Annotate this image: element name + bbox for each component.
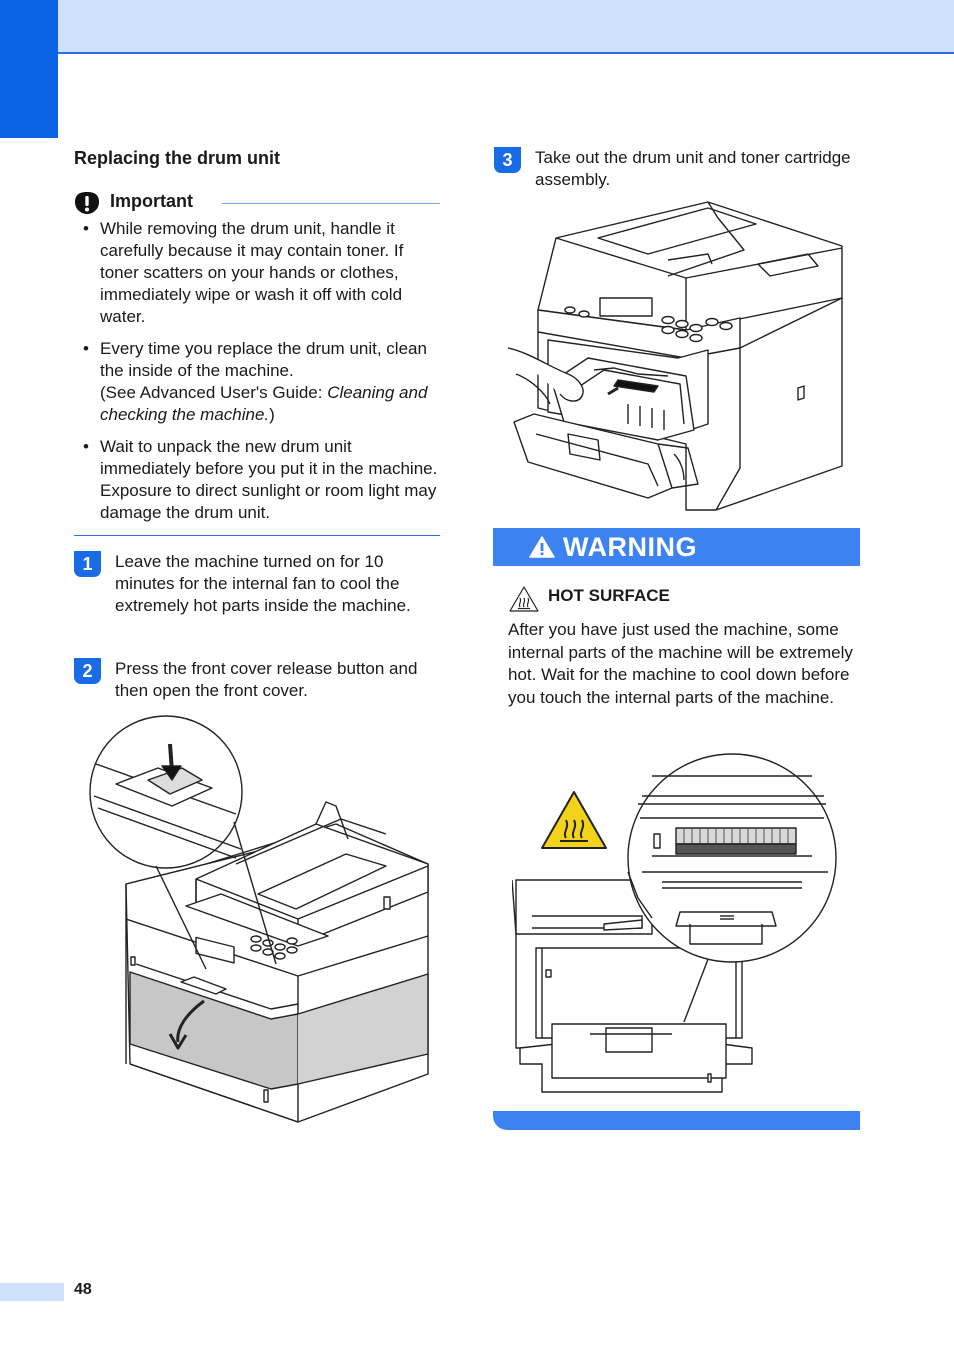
step-text: Take out the drum unit and toner cartrid… [535, 148, 851, 189]
list-item: Every time you replace the drum unit, cl… [74, 338, 440, 426]
step-number: 3 [494, 147, 521, 173]
warning-triangle-icon [529, 536, 555, 558]
hot-sign-icon [541, 791, 607, 849]
hot-surface-label: HOT SURFACE [548, 586, 670, 605]
step-1: 1 Leave the machine turned on for 10 min… [74, 551, 440, 617]
important-icon [74, 192, 100, 214]
chapter-tab [0, 0, 58, 138]
step-number: 1 [74, 551, 101, 577]
list-item: Wait to unpack the new drum unit immedia… [74, 436, 440, 524]
important-end-rule [74, 535, 440, 536]
front-cover-figure [86, 714, 436, 1126]
important-list: While removing the drum unit, handle it … [74, 218, 440, 534]
important-header: Important [74, 190, 440, 216]
warning-title: WARNING [563, 532, 697, 562]
important-label: Important [110, 191, 193, 211]
header-band [58, 0, 954, 54]
section-title: Replacing the drum unit [74, 148, 281, 168]
page-number: 48 [74, 1281, 92, 1298]
step-text: Press the front cover release button and… [115, 659, 418, 700]
footer-bar [0, 1283, 64, 1301]
warning-text: After you have just used the machine, so… [508, 620, 853, 707]
important-rule [222, 203, 440, 204]
step-3: 3 Take out the drum unit and toner cartr… [494, 147, 854, 191]
guide-reference: Cleaning and checking the machine. [100, 383, 428, 424]
step-2: 2 Press the front cover release button a… [74, 658, 440, 702]
hot-surface-figure [512, 748, 842, 1098]
step-number: 2 [74, 658, 101, 684]
list-item: While removing the drum unit, handle it … [74, 218, 440, 328]
hot-surface-icon [509, 586, 539, 612]
step-text: Leave the machine turned on for 10 minut… [115, 552, 411, 615]
drum-removal-figure [508, 198, 846, 514]
warning-end-bar [493, 1111, 860, 1130]
warning-banner: WARNING [493, 528, 860, 566]
